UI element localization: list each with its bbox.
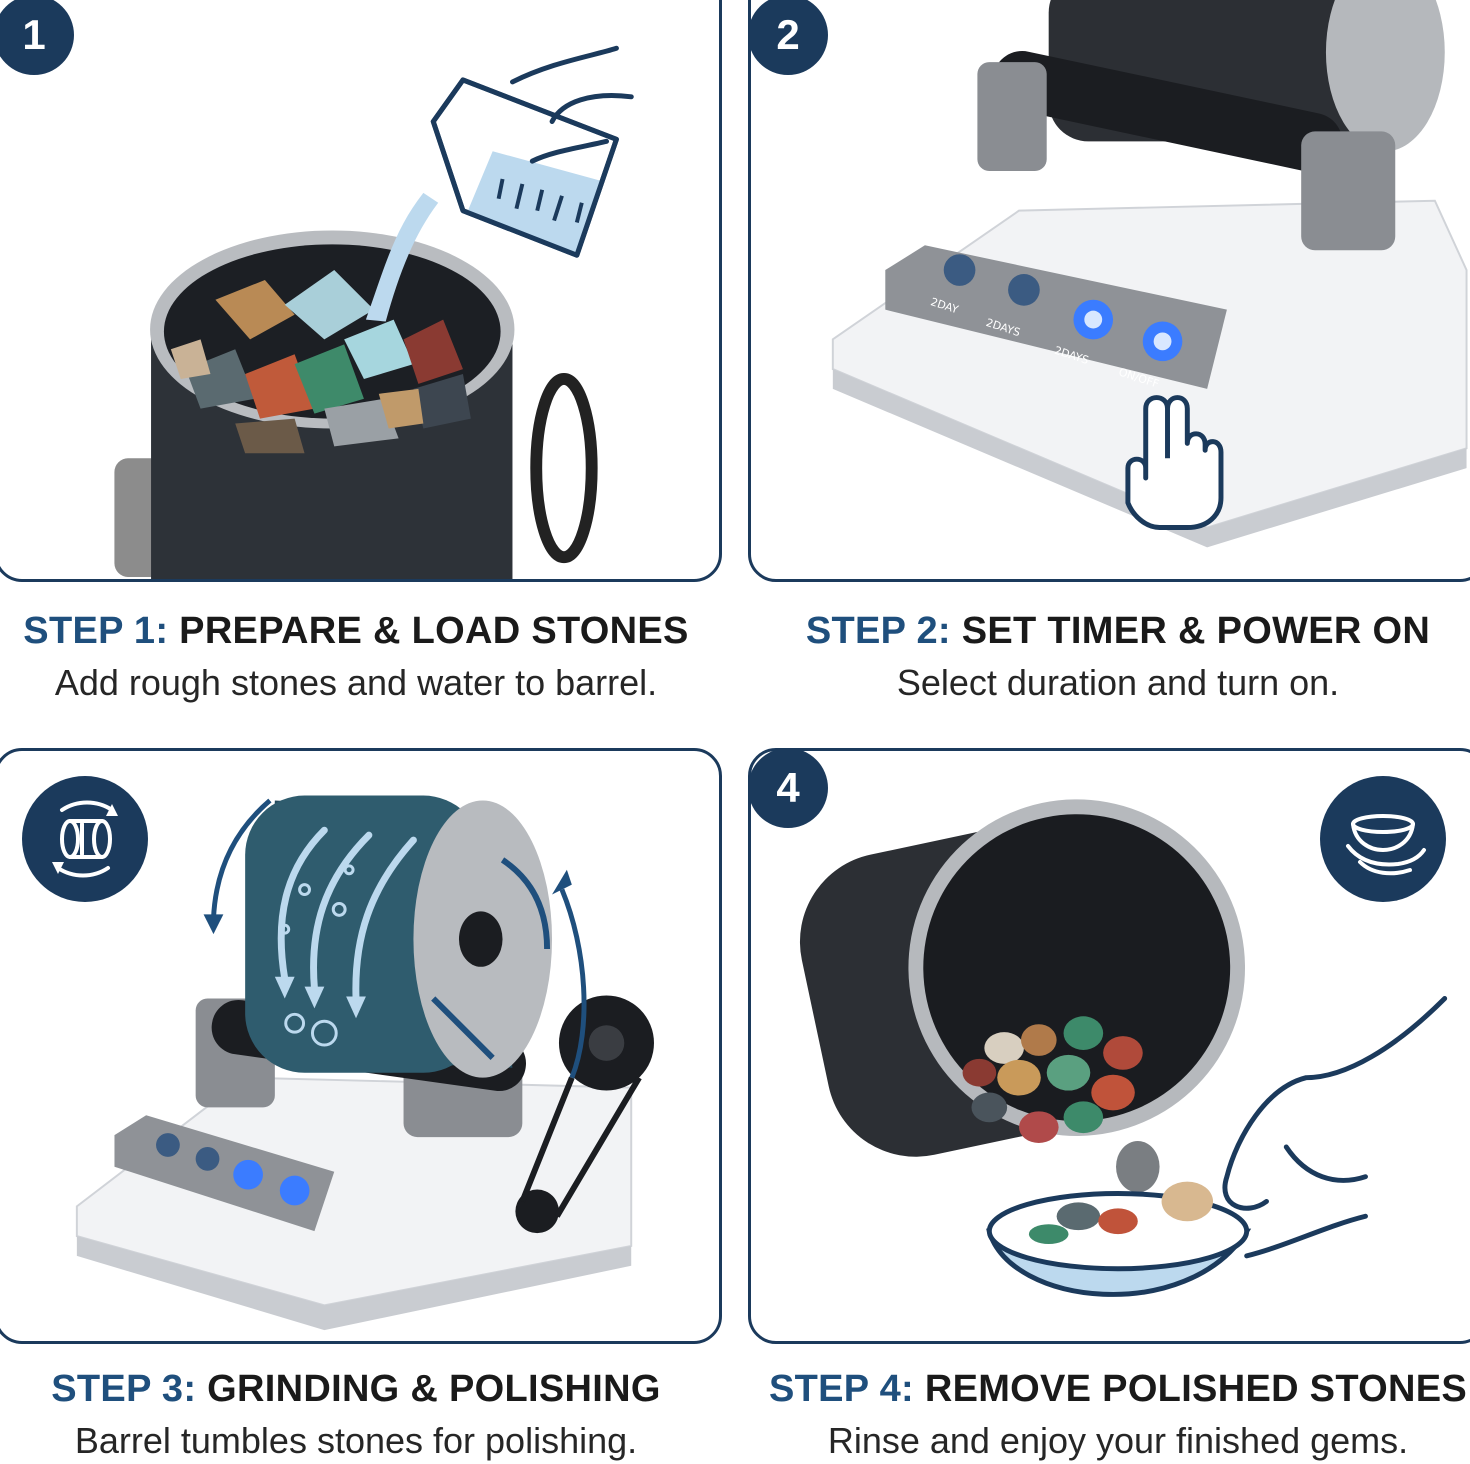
- step-4-title-line: STEP 4: REMOVE POLISHED STONES: [748, 1366, 1470, 1412]
- step-2-label: STEP 2:: [805, 610, 951, 652]
- step-4-title: REMOVE POLISHED STONES: [924, 1368, 1468, 1410]
- step-2-title-line: STEP 2: SET TIMER & POWER ON: [748, 608, 1470, 654]
- step-2-caption: STEP 2: SET TIMER & POWER ON Select dura…: [748, 608, 1470, 706]
- rough-stones: [170, 270, 471, 454]
- hand-outline: [509, 45, 634, 164]
- step-1-label: STEP 1:: [23, 610, 169, 652]
- rotate-barrel-icon: [22, 776, 148, 902]
- step-2-illustration: 2DAY 2DAYS 2DAYS ON/OFF: [831, 0, 1468, 548]
- step-1-panel: [0, 0, 722, 582]
- step-2-badge: 2: [748, 0, 828, 75]
- step-4-label: STEP 4:: [768, 1368, 914, 1410]
- step-3-description: Barrel tumbles stones for polishing.: [74, 1420, 638, 1461]
- bowl: [986, 1181, 1252, 1297]
- step-3-title-line: STEP 3: GRINDING & POLISHING: [0, 1366, 712, 1412]
- step-3-title: GRINDING & POLISHING: [207, 1368, 661, 1410]
- step-3-label: STEP 3:: [51, 1368, 197, 1410]
- step-3-panel: [0, 748, 722, 1344]
- step-1-badge: 1: [0, 0, 74, 75]
- step-1-caption: STEP 1: PREPARE & LOAD STONES Add rough …: [0, 608, 712, 706]
- step-1-title: PREPARE & LOAD STONES: [179, 610, 689, 652]
- step-3-illustration: [75, 795, 654, 1331]
- bowl-hand-icon: [1320, 776, 1446, 902]
- step-3-caption: STEP 3: GRINDING & POLISHING Barrel tumb…: [0, 1366, 712, 1464]
- step-1-title-line: STEP 1: PREPARE & LOAD STONES: [0, 608, 712, 654]
- polished-stones: [962, 1016, 1160, 1193]
- step-2-description: Select duration and turn on.: [896, 662, 1340, 703]
- step-4-description: Rinse and enjoy your finished gems.: [827, 1420, 1409, 1461]
- hand-outline: [1222, 996, 1448, 1259]
- pointing-hand: [1125, 395, 1224, 530]
- timer-buttons: 2DAY 2DAYS 2DAYS ON/OFF: [929, 254, 1183, 391]
- step-4-caption: STEP 4: REMOVE POLISHED STONES Rinse and…: [748, 1366, 1470, 1464]
- step-2-panel: 2DAY 2DAYS 2DAYS ON/OFF: [748, 0, 1470, 582]
- step-1-illustration: [114, 45, 634, 579]
- rotation-arrows: [277, 826, 417, 1002]
- measuring-jug: [430, 77, 619, 258]
- step-1-description: Add rough stones and water to barrel.: [54, 662, 658, 703]
- step-2-title: SET TIMER & POWER ON: [961, 610, 1431, 652]
- step-4-panel: [748, 748, 1470, 1344]
- step-4-badge: 4: [748, 748, 828, 828]
- step-4-illustration: [799, 799, 1448, 1297]
